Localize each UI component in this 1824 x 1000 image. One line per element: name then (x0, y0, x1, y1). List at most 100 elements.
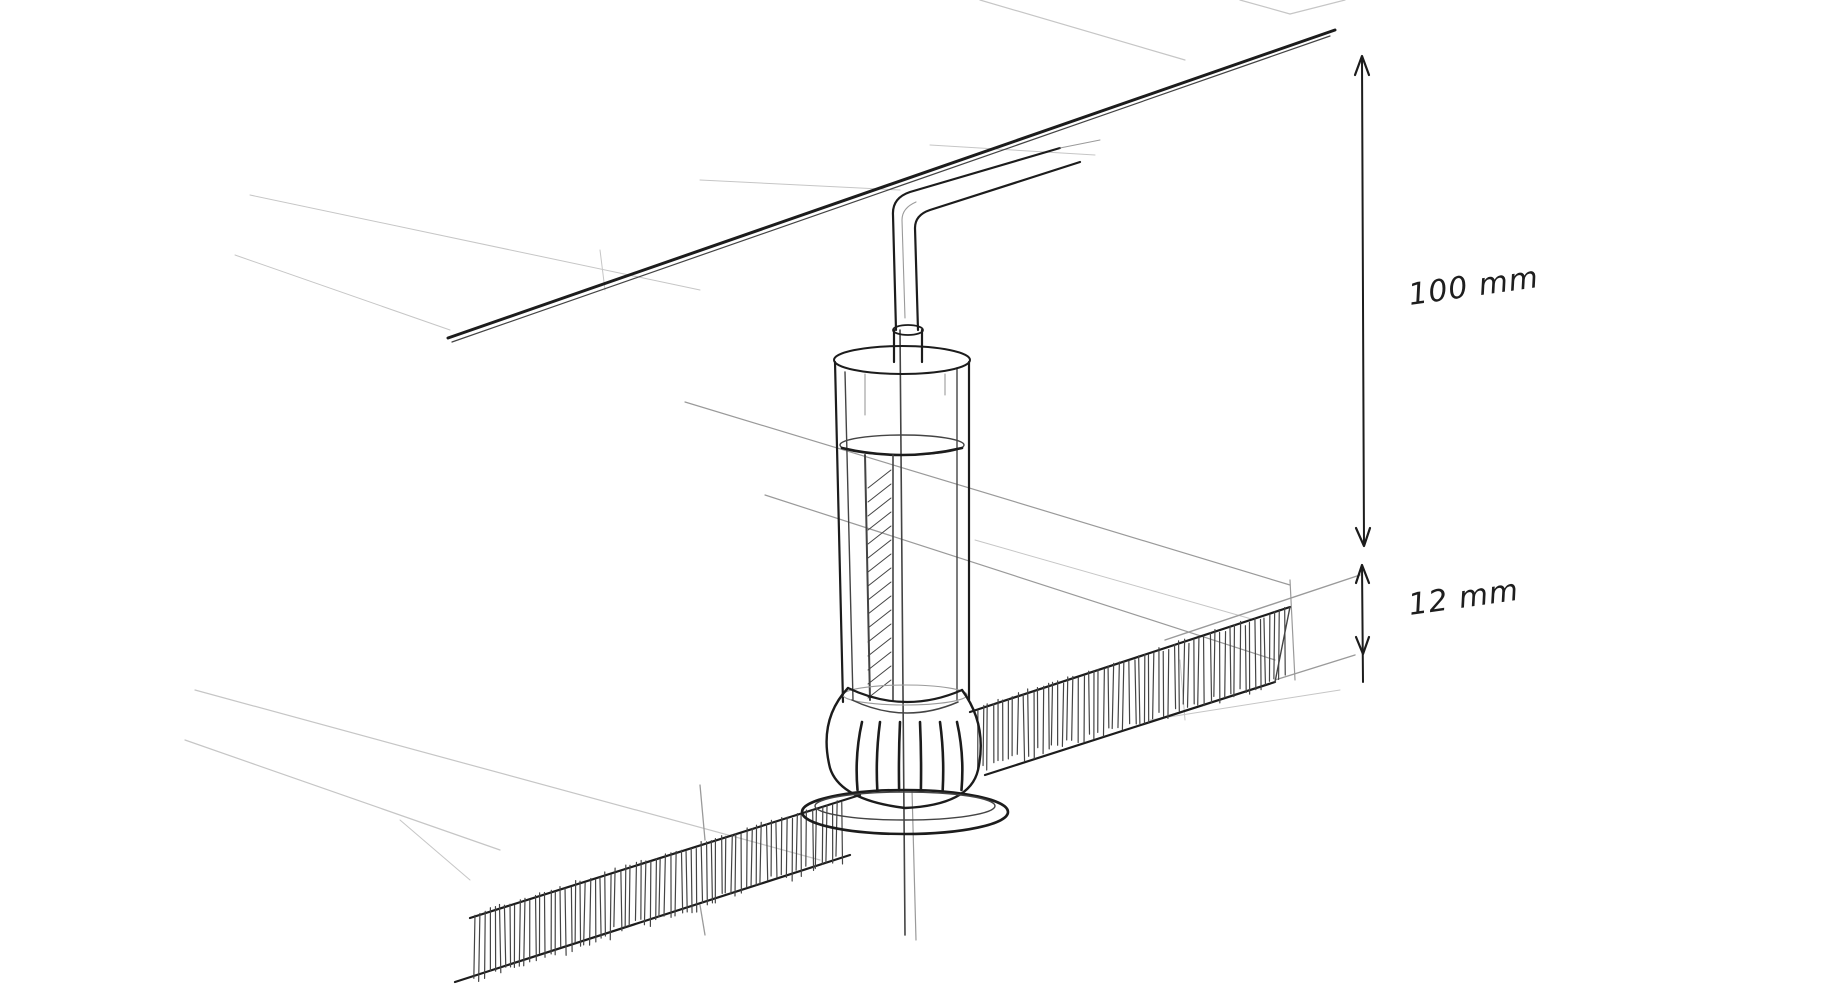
middle-shelf-lines (684, 401, 1361, 681)
hatch-stroke (503, 904, 507, 968)
hatch-stroke (628, 864, 631, 927)
hatch-stroke (1284, 607, 1286, 676)
hatch-stroke (1224, 631, 1227, 699)
hatch-stroke (1107, 665, 1110, 729)
hatch-stroke (867, 581, 892, 601)
hatch-stroke (759, 821, 762, 885)
base-rib (897, 720, 902, 792)
hatch-stroke (1022, 693, 1026, 762)
hatch-stroke (721, 835, 723, 894)
hatch-stroke (579, 880, 582, 947)
hatch-stroke (543, 891, 546, 958)
hatch-stroke (1027, 688, 1030, 757)
hatch-stroke (867, 679, 892, 699)
hatch-stroke (1254, 617, 1257, 691)
hatch-stroke (498, 903, 502, 974)
hatched-board-slab (453, 605, 1292, 984)
hatch-stroke (867, 553, 892, 573)
dimension-12mm (1354, 563, 1371, 683)
hatch-stroke (750, 828, 753, 887)
hatch-stroke (867, 651, 892, 671)
hatch-stroke (1182, 638, 1186, 705)
hatch-stroke (700, 840, 704, 904)
hatch-stroke (518, 899, 521, 967)
hatch-stroke (1138, 655, 1141, 725)
hatch-stroke (867, 469, 892, 489)
hatch-stroke (599, 876, 602, 939)
hatch-stroke (1042, 685, 1045, 755)
ribbed-base (800, 686, 1010, 836)
hatch-stroke (634, 861, 638, 921)
hatch-stroke (795, 813, 798, 871)
upper-board-edge (446, 28, 1337, 343)
hatch-stroke (867, 497, 892, 517)
hatch-stroke (1152, 651, 1155, 720)
hatch-stroke (1048, 682, 1050, 750)
hatch-stroke (1050, 681, 1054, 746)
hatch-stroke (724, 835, 727, 894)
bent-pipe (891, 139, 1101, 364)
hatch-stroke (1263, 617, 1267, 686)
hatch-stroke (982, 704, 985, 767)
hatch-stroke (1202, 635, 1205, 707)
lower-board-lines (184, 659, 1341, 936)
base-rib (855, 720, 864, 792)
hatch-stroke (559, 886, 562, 948)
upper-panel-construction-lines (234, 0, 1346, 331)
hatch-stroke (609, 874, 612, 941)
hatch-stroke (604, 871, 606, 937)
hatch-stroke (1173, 644, 1177, 710)
hatch-stroke (483, 910, 486, 979)
dimension-label-bottom: 12 mm (1406, 573, 1521, 623)
hatch-stroke (658, 858, 661, 918)
hatch-stroke (624, 864, 627, 928)
hatch-stroke (710, 840, 714, 904)
hatch-stroke (785, 816, 788, 878)
hatch-stroke (620, 870, 623, 932)
hatch-stroke (1016, 692, 1020, 755)
hatch-stroke (655, 858, 658, 921)
hatch-stroke (564, 887, 567, 956)
base-rib (938, 720, 945, 792)
hatch-stroke (867, 567, 892, 587)
hatch-stroke (1111, 662, 1115, 730)
hatch-stroke (685, 851, 688, 913)
hatch-stroke (588, 877, 592, 946)
hatch-stroke (1259, 618, 1262, 691)
base-rib (918, 720, 923, 792)
hatch-stroke (705, 841, 708, 906)
hatch-stroke (867, 623, 892, 643)
hatch-stroke (730, 834, 733, 895)
base-rib (955, 720, 964, 792)
hatch-stroke (613, 867, 616, 928)
hatch-stroke (523, 897, 526, 967)
base-rib (875, 720, 882, 792)
hatch-stroke (534, 894, 537, 962)
hatch-stroke (1213, 628, 1216, 697)
hatch-stroke (478, 912, 481, 982)
hatch-stroke (570, 886, 573, 953)
hatch-stroke (690, 847, 693, 914)
hatch-stroke (1117, 661, 1120, 729)
hatch-stroke (1244, 625, 1247, 693)
hatch-stroke (867, 511, 892, 531)
hatch-stroke (1177, 640, 1180, 712)
hatch-stroke (1071, 675, 1074, 741)
hatch-stroke (643, 860, 647, 926)
cylinder-body (833, 345, 971, 706)
hatch-stroke (1121, 661, 1125, 731)
hatch-stroke (473, 914, 476, 979)
hatch-stroke (814, 807, 818, 870)
hatch-stroke (825, 804, 828, 864)
fixture-rod (899, 329, 917, 941)
hatch-stroke (574, 880, 577, 944)
hatch-stroke (583, 882, 586, 946)
hatch-stroke (867, 637, 892, 657)
hatch-stroke (663, 853, 667, 917)
hatch-stroke (1186, 642, 1190, 708)
hatch-stroke (765, 823, 769, 881)
hatch-stroke (1277, 609, 1280, 680)
cylinder-shadow-hatch (864, 454, 894, 701)
hatch-stroke (1102, 668, 1105, 737)
